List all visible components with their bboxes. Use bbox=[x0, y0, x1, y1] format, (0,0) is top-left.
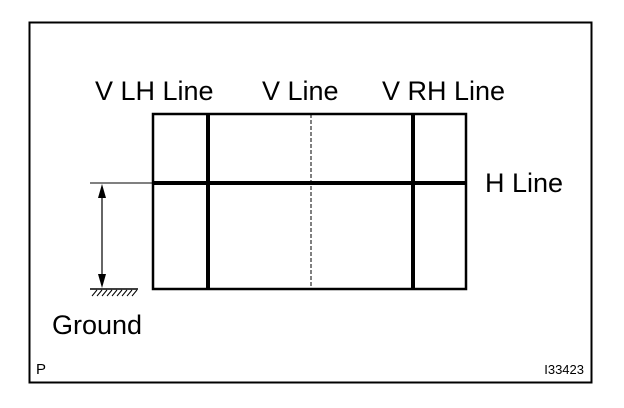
v-rh-line-label: V RH Line bbox=[382, 76, 505, 106]
height-dimension-arrow bbox=[98, 184, 106, 288]
figure-code: I33423 bbox=[544, 362, 584, 377]
v-lh-line-label: V LH Line bbox=[95, 76, 214, 106]
v-line-label: V Line bbox=[262, 76, 339, 106]
aiming-screen bbox=[151, 112, 468, 291]
ground-label: Ground bbox=[52, 310, 142, 340]
corner-mark: P bbox=[36, 361, 46, 378]
diagram-frame bbox=[28, 21, 593, 384]
h-line-label: H Line bbox=[485, 168, 563, 198]
ground-hatch-icon bbox=[90, 288, 138, 297]
